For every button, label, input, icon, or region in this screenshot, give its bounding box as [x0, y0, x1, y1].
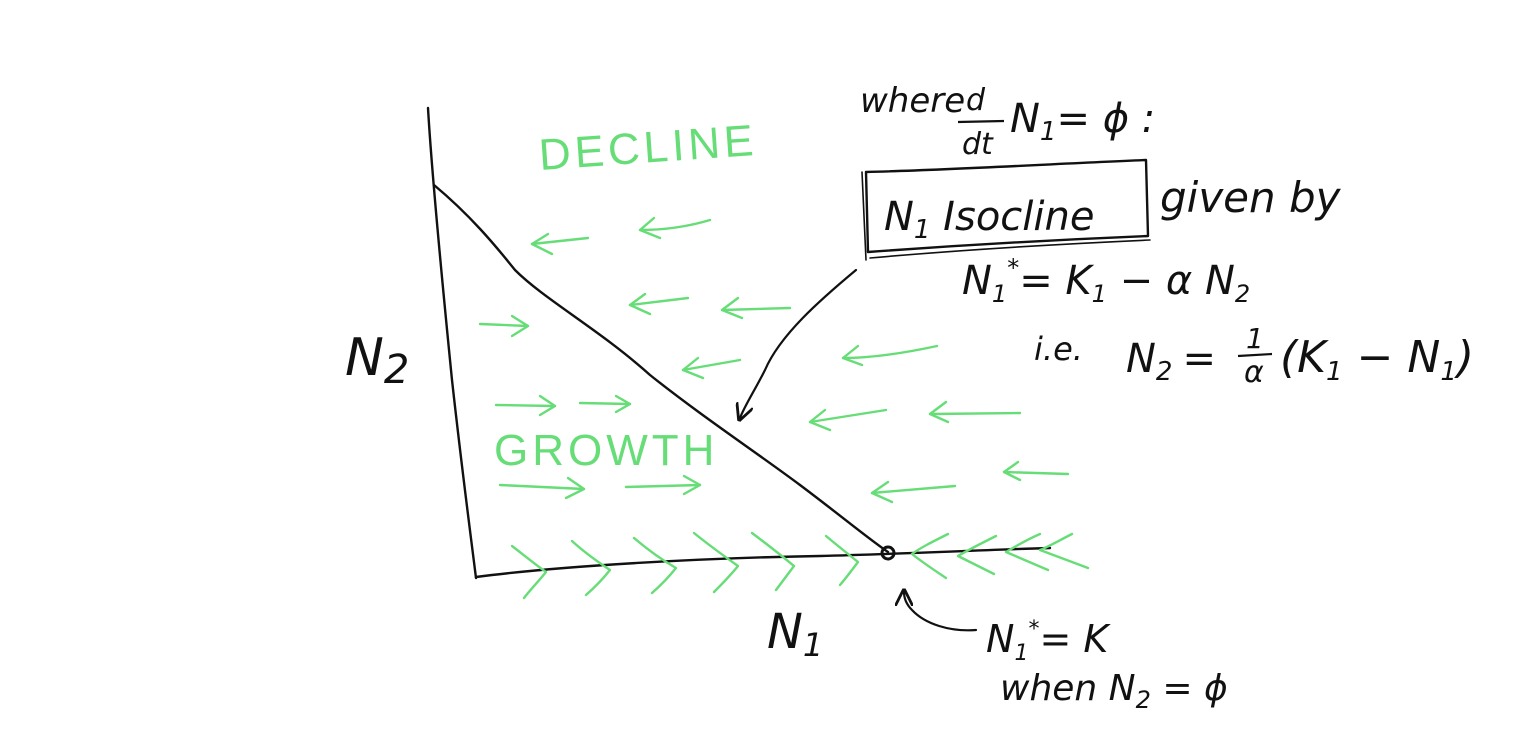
arrow-right-icon	[578, 394, 632, 414]
isocline-box-shadow	[861, 171, 1151, 261]
equilibrium-pointer-arrow	[904, 592, 978, 632]
arrow-left-icon	[870, 480, 957, 504]
eq2-paren-expr: (K1 − N1)	[1280, 332, 1474, 387]
pointer-arrow	[740, 268, 858, 418]
rearranged-equation: i.e. N2= 1 α (K1 − N1)	[1034, 322, 1474, 390]
axis-chevrons-left	[910, 532, 1090, 580]
arrow-left-icon	[720, 296, 792, 320]
x-axis	[474, 546, 1052, 579]
eq2-frac-den: α	[1244, 355, 1264, 390]
isocline-box	[864, 158, 1150, 254]
deriv-denominator: dt	[962, 127, 994, 162]
decline-arrows	[530, 216, 1070, 504]
arrow-left-icon	[681, 356, 742, 380]
y-axis-label: N2	[345, 328, 409, 393]
axis-chevrons-right	[510, 531, 860, 600]
equilibrium-equation: N1*= K	[986, 617, 1111, 666]
deriv-variable: N1= ϕ :	[1010, 96, 1155, 147]
arrow-left-icon	[530, 232, 590, 256]
chevron-icon	[1004, 532, 1050, 572]
arrow-left-icon	[808, 408, 888, 432]
n1-isocline-line	[432, 183, 890, 554]
isocline-equation: N1*= K1 − α N2	[962, 254, 1250, 308]
isocline-condition: where d dt N1= ϕ :	[860, 81, 1155, 162]
isocline-box-label: N1 Isocline	[884, 194, 1094, 245]
y-axis	[426, 106, 478, 580]
chevron-icon	[750, 531, 796, 592]
decline-label: DECLINE	[537, 116, 759, 180]
arrow-right-icon	[624, 474, 702, 496]
chevron-icon	[824, 534, 860, 587]
chevron-icon	[910, 532, 950, 580]
x-axis-label: N1	[767, 604, 823, 664]
deriv-numerator: d	[966, 83, 986, 118]
arrow-left-icon	[928, 400, 1022, 424]
eq2-lhs: N2=	[1126, 336, 1216, 387]
arrow-left-icon	[1002, 460, 1070, 482]
chevron-icon	[632, 536, 678, 595]
equilibrium-condition: when N2 = ϕ	[1000, 668, 1228, 714]
eq2-fraction-bar	[1237, 352, 1273, 358]
eq2-frac-num: 1	[1246, 322, 1264, 355]
chevron-icon	[570, 539, 612, 597]
chevron-icon	[692, 531, 740, 594]
chevron-icon	[510, 544, 548, 600]
where-label: where	[860, 81, 965, 121]
arrow-left-icon	[841, 344, 939, 367]
arrow-right-icon	[478, 314, 530, 338]
equilibrium-point-icon	[880, 545, 896, 561]
arrow-left-icon	[628, 292, 690, 316]
chevron-icon	[956, 534, 998, 576]
chevron-icon	[1038, 532, 1090, 570]
growth-label: GROWTH	[494, 426, 718, 475]
arrow-right-icon	[498, 476, 586, 500]
arrow-right-icon	[494, 394, 557, 417]
growth-arrows	[478, 314, 702, 500]
given-by-label: given by	[1160, 173, 1342, 222]
arrow-left-icon	[638, 216, 712, 240]
ie-label: i.e.	[1034, 330, 1083, 368]
fraction-bar	[957, 119, 1005, 124]
